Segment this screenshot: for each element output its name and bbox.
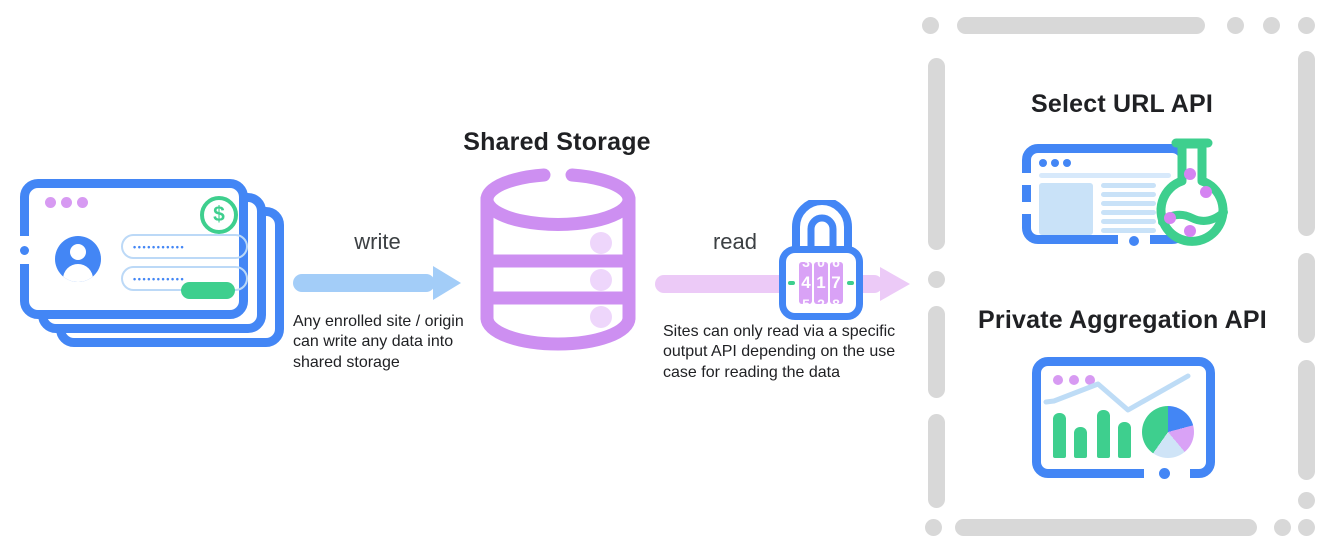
write-caption: Any enrolled site / origin can write any… (293, 313, 464, 371)
read-arrow-head (880, 267, 910, 301)
roller-fragment: 2 (817, 296, 825, 304)
roller-digit: 7 (831, 273, 841, 292)
roller-fragment: 5 (802, 296, 810, 304)
lock-shackle (792, 200, 852, 252)
line-chart-icon (1043, 373, 1191, 413)
read-caption: Sites can only read via a specific outpu… (663, 323, 896, 381)
write-arrow-head (433, 266, 461, 300)
window-dot-icon (45, 197, 56, 208)
avatar-icon (55, 236, 101, 282)
lock-roller[interactable]: 3 4 5 (799, 262, 813, 304)
bar-chart-bar (1118, 422, 1131, 458)
write-label: write (354, 229, 401, 254)
avatar-head (70, 244, 86, 260)
dollar-icon: $ (200, 196, 238, 234)
roller-fragment: 6 (832, 262, 840, 270)
bar-chart-bar (1097, 410, 1110, 458)
flask-bubble (1164, 212, 1176, 224)
flask-bubble (1184, 225, 1196, 237)
roller-fragment: 8 (832, 296, 840, 304)
flask-icon (1156, 138, 1228, 246)
flask-bubble (1200, 186, 1212, 198)
submit-button[interactable] (181, 282, 235, 299)
window-dot-icon (77, 197, 88, 208)
private-aggregation-api-title: Private Aggregation API (978, 306, 1267, 334)
roller-fragment: 0 (817, 262, 825, 270)
lock-dash (788, 281, 796, 285)
border-dot (20, 246, 29, 255)
roller-digit: 1 (816, 273, 826, 292)
lock-icon: 3 4 5 0 1 2 6 7 8 (779, 246, 863, 320)
shared-storage-title: Shared Storage (463, 128, 651, 156)
password-field[interactable]: ••••••••••• (121, 234, 248, 259)
site-window-front: $ ••••••••••• ••••••••••• (20, 179, 248, 319)
content-block (1039, 183, 1093, 235)
database-icon (480, 168, 636, 351)
roller-fragment: 3 (802, 262, 810, 270)
select-url-api-title: Select URL API (1030, 90, 1214, 118)
lock-roller[interactable]: 0 1 2 (814, 262, 828, 304)
window-dot-icon (61, 197, 72, 208)
database-band-dot (590, 269, 612, 291)
avatar-shoulders (63, 264, 93, 282)
read-label: read (712, 229, 758, 254)
pie-chart-icon (1142, 406, 1194, 458)
lock-dash (846, 281, 854, 285)
bar-chart-bar (1053, 413, 1066, 458)
bar-chart-bar (1074, 427, 1087, 458)
write-arrow (293, 274, 435, 292)
lock-roller[interactable]: 6 7 8 (829, 262, 843, 304)
roller-digit: 4 (801, 273, 811, 292)
database-band-dot (590, 306, 612, 328)
flask-bubble (1184, 168, 1196, 180)
database-band-dot (590, 232, 612, 254)
